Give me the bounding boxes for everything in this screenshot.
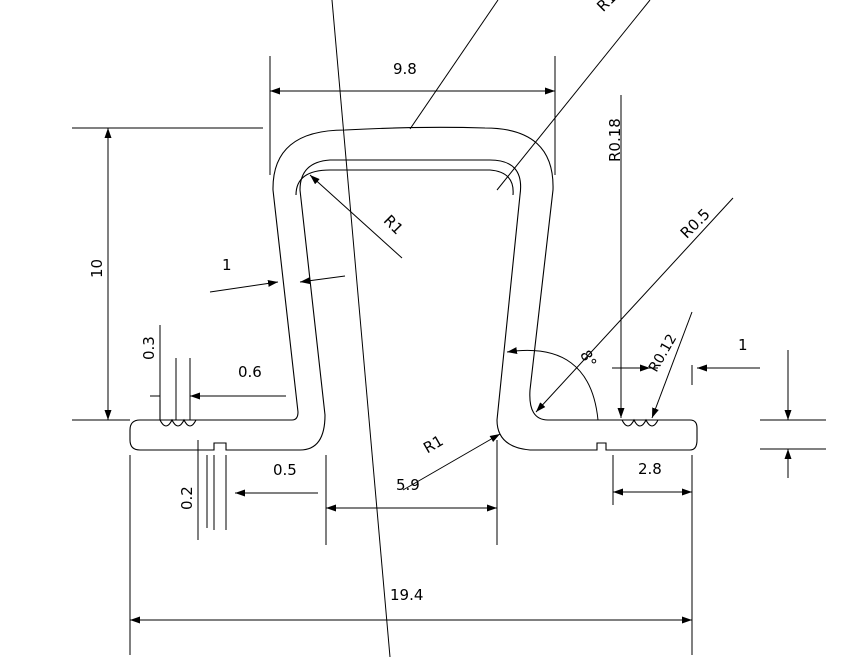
dim-overall-width: 19.4 <box>129 455 692 655</box>
dim-radius-012: R0.12 <box>646 311 693 419</box>
dim-angle: 8° <box>506 347 600 421</box>
label-notch-pitch: 0.6 <box>238 363 262 381</box>
right-notches <box>621 418 659 427</box>
left-notches <box>159 400 197 427</box>
label-height: 10 <box>88 259 106 278</box>
dim-slot-width: 0.2 <box>178 440 227 540</box>
dim-notch-pitch: 0.6 <box>175 358 286 420</box>
dim-inner-gap: 5.9 <box>325 440 498 545</box>
label-inner-gap: 5.9 <box>396 476 420 494</box>
label-radius-top-right: R1 <box>593 0 620 15</box>
center-line <box>331 0 391 657</box>
label-wall: 1 <box>222 256 232 274</box>
dim-top-width: 9.8 <box>269 56 556 175</box>
dim-notch-depth: 0.3 <box>140 325 161 420</box>
dim-notch-offset: 0.5 <box>206 455 318 528</box>
label-flange-thickness: 1 <box>738 336 748 354</box>
label-slot-width: 0.2 <box>178 486 196 510</box>
label-top-width: 9.8 <box>393 60 417 78</box>
dim-flange-thickness: 1 <box>612 336 826 478</box>
label-radius-bottom: R1 <box>420 432 446 458</box>
label-radius-inner: R1 <box>380 211 407 238</box>
dim-height: 10 <box>72 127 263 421</box>
label-flange-right: 2.8 <box>638 460 662 478</box>
label-angle: 8° <box>576 347 600 371</box>
label-radius-05: R0.5 <box>677 205 714 242</box>
label-radius-018: R0.18 <box>606 118 624 162</box>
label-overall-width: 19.4 <box>390 586 423 604</box>
profile-outline <box>129 126 698 451</box>
label-notch-offset: 0.5 <box>273 461 297 479</box>
leader-top-left <box>409 0 499 130</box>
label-notch-depth: 0.3 <box>140 336 158 360</box>
dim-flange-right: 2.8 <box>612 455 693 655</box>
leader-top-right <box>496 0 651 191</box>
dim-wall: 1 <box>209 256 346 293</box>
dim-radius-018: R0.18 <box>606 95 625 418</box>
dim-radius-inner: R1 <box>309 174 407 259</box>
dim-radius-05: R0.5 <box>535 197 734 413</box>
